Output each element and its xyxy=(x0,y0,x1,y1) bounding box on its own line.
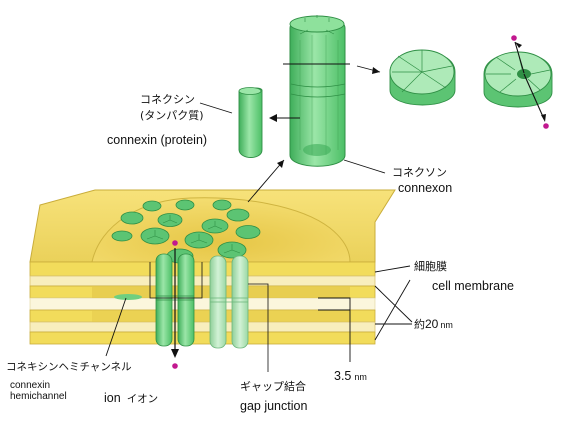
gap-size-unit: nm xyxy=(440,320,453,330)
hemichannel-label-ja: コネキシンヘミチャンネル xyxy=(6,361,132,373)
channel-left xyxy=(155,253,195,347)
rosette xyxy=(175,199,195,211)
rosette xyxy=(142,200,162,212)
gap-size-value: 20 xyxy=(425,317,439,331)
layer-6 xyxy=(29,331,376,345)
cross-section-open xyxy=(483,35,553,129)
gap-junction-label-ja: ギャップ結合 xyxy=(240,379,306,393)
gap-green-stripe xyxy=(114,294,142,300)
text-labels: コネクシン (タンパク質) connexin (protein) コネクソン c… xyxy=(6,93,514,413)
channel-right xyxy=(209,255,249,349)
gap-width-value: 3.5 xyxy=(334,369,351,383)
layer-1 xyxy=(29,261,376,277)
rosette xyxy=(235,225,261,239)
hemichannel-label-en-1: connexin xyxy=(10,380,50,391)
ion-dot-bottom-right xyxy=(543,123,549,129)
gap-space xyxy=(29,297,376,311)
ion-dot-top xyxy=(172,240,178,246)
rosette xyxy=(212,199,232,211)
membrane-block xyxy=(29,189,396,345)
connexon-stack xyxy=(289,15,346,167)
leaders xyxy=(105,63,413,362)
rosette xyxy=(111,230,133,242)
connexin-label-en: connexin (protein) xyxy=(107,133,207,147)
layer-5 xyxy=(29,321,376,333)
gap-junction-bracket xyxy=(248,283,269,372)
arrowheads xyxy=(269,67,380,168)
ion-label-en: ion xyxy=(104,391,121,405)
connexin-label-ja-2: (タンパク質) xyxy=(140,108,204,122)
hemichannel-label-en-2: hemichannel xyxy=(10,391,67,402)
ion-arrowhead xyxy=(171,349,179,358)
connexon-label-en: connexon xyxy=(398,181,452,195)
ion-pathway xyxy=(171,240,179,369)
rosette-details xyxy=(146,215,241,254)
gap-junction-label-en: gap junction xyxy=(240,399,307,413)
membrane-label-en: cell membrane xyxy=(432,279,514,293)
ion-label-ja: イオン xyxy=(127,393,159,405)
ion-dot-top-right xyxy=(511,35,517,41)
gap-width-unit: nm xyxy=(354,372,367,382)
layer-2 xyxy=(29,275,376,287)
ion-label: ion イオン xyxy=(104,391,158,405)
gap-size-prefix: 約 xyxy=(414,317,425,331)
connexin-label-ja-1: コネクシン xyxy=(140,93,195,106)
connexin-protein xyxy=(238,87,263,158)
hemichannel-bracket xyxy=(149,262,203,299)
channel-right-constriction xyxy=(210,297,248,303)
ion-dot-bottom xyxy=(172,363,178,369)
rosette xyxy=(226,208,250,222)
connexon-label-ja: コネクソン xyxy=(392,166,447,179)
membrane-label-ja: 細胞膜 xyxy=(414,260,447,273)
rosette xyxy=(120,211,144,225)
cross-section-closed xyxy=(389,49,456,106)
